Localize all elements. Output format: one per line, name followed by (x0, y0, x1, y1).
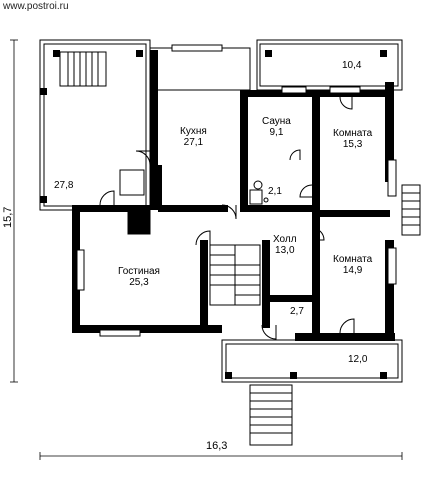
wall-east-lower (385, 240, 394, 340)
balcony-top-area: 10,4 (342, 60, 362, 71)
fixtures (119, 169, 269, 235)
living-name: Гостиная (118, 266, 160, 277)
sauna-label: Сауна 9,1 (262, 116, 291, 138)
living-area: 25,3 (129, 277, 149, 288)
room-lower-name: Комната (333, 254, 373, 265)
room-lower-area: 14,9 (342, 265, 363, 276)
kitchen-name: Кухня (180, 126, 207, 137)
room-upper-name: Комната (333, 128, 373, 139)
dimension-lines (10, 39, 403, 460)
door-swings (99, 96, 355, 340)
kitchen-area: 27,1 (183, 137, 204, 148)
closet-area: 2,7 (290, 306, 304, 317)
room-upper-area: 15,3 (342, 139, 363, 150)
sauna-name: Сауна (262, 116, 291, 127)
room-lower-label: Комната 14,9 (333, 254, 372, 276)
dimension-width: 16,3 (206, 440, 228, 452)
room-upper-label: Комната 15,3 (333, 128, 372, 150)
wall-south-east (295, 333, 395, 341)
stairs (59, 51, 421, 446)
hall-name: Холл (273, 234, 297, 245)
wall-west-lower (72, 205, 80, 330)
hall-area: 13,0 (275, 245, 295, 256)
wall-kitchen-west (150, 90, 158, 210)
dimension-height: 15,7 (2, 206, 14, 228)
living-label: Гостиная 25,3 (118, 266, 160, 288)
sauna-area: 9,1 (269, 127, 284, 138)
hall-label: Холл 13,0 (273, 234, 297, 256)
terrace-bottom-area: 12,0 (348, 354, 368, 365)
windows (76, 44, 397, 337)
bath-area: 2,1 (268, 186, 282, 197)
wall-east-upper (385, 82, 394, 182)
terrace-left-area: 27,8 (54, 180, 74, 191)
site-watermark: www.postroi.ru (3, 1, 69, 12)
walls (40, 50, 395, 379)
wall-south-west (72, 325, 222, 333)
kitchen-label: Кухня 27,1 (180, 126, 207, 148)
